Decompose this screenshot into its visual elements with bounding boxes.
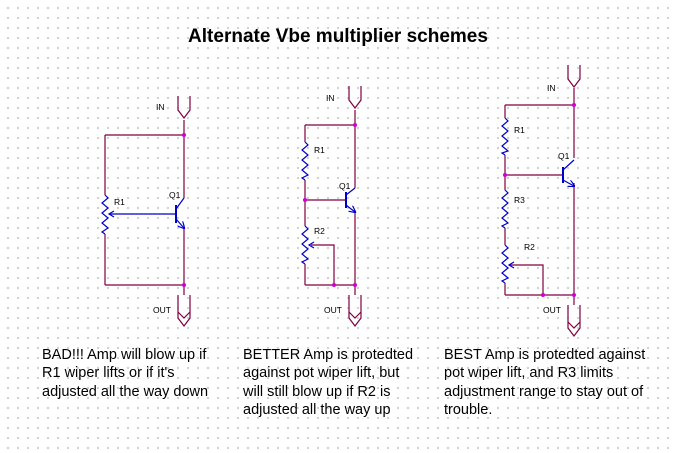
circuit-bad: IN OUT R1 Q1: [100, 96, 191, 327]
r1-potentiometer: R1: [100, 194, 176, 235]
in-port-label: IN: [156, 102, 165, 112]
out-port-label: OUT: [543, 305, 561, 315]
out-port-label: OUT: [153, 305, 171, 315]
in-port: IN: [547, 65, 581, 93]
in-port-label: IN: [547, 83, 556, 93]
r3-resistor: R3: [500, 189, 525, 229]
caption-better: BETTER Amp is protedted against pot wipe…: [243, 347, 414, 418]
wires: [304, 110, 356, 295]
junction-nodes: [182, 133, 186, 287]
circuit-best: IN OUT R1 R3 R2 Q1: [500, 65, 581, 337]
caption-best: BEST Amp is protedted against pot wiper …: [444, 347, 646, 418]
circuit-better: IN OUT R1 R2 Q1: [300, 86, 362, 327]
wires: [504, 88, 575, 305]
r2-potentiometer: R2: [300, 225, 325, 265]
caption-bad: BAD!!! Amp will blow up if R1 wiper lift…: [42, 347, 209, 400]
out-port: OUT: [324, 295, 362, 327]
out-port-label: OUT: [324, 305, 342, 315]
out-port: OUT: [543, 305, 581, 337]
q1-transistor: Q1: [339, 181, 355, 212]
junction-nodes: [303, 123, 357, 287]
q1-label: Q1: [558, 151, 570, 161]
r1-resistor: R1: [300, 141, 325, 181]
q1-label: Q1: [169, 190, 181, 200]
r2-potentiometer: R2: [500, 242, 535, 284]
junction-nodes: [503, 103, 576, 297]
r1-label: R1: [114, 197, 125, 207]
q1-label: Q1: [339, 181, 351, 191]
r1-label: R1: [514, 125, 525, 135]
in-port-label: IN: [326, 93, 335, 103]
out-port: OUT: [153, 295, 191, 327]
q1-transistor: Q1: [558, 151, 574, 186]
r1-resistor: R1: [500, 117, 525, 156]
r3-label: R3: [514, 195, 525, 205]
r1-label: R1: [314, 145, 325, 155]
wires: [104, 120, 185, 295]
in-port: IN: [156, 96, 191, 119]
q1-transistor: Q1: [169, 190, 184, 228]
in-port: IN: [326, 86, 362, 109]
r2-label: R2: [524, 242, 535, 252]
diagram-title: Alternate Vbe multiplier schemes: [188, 26, 488, 47]
r2-label: R2: [314, 226, 325, 236]
